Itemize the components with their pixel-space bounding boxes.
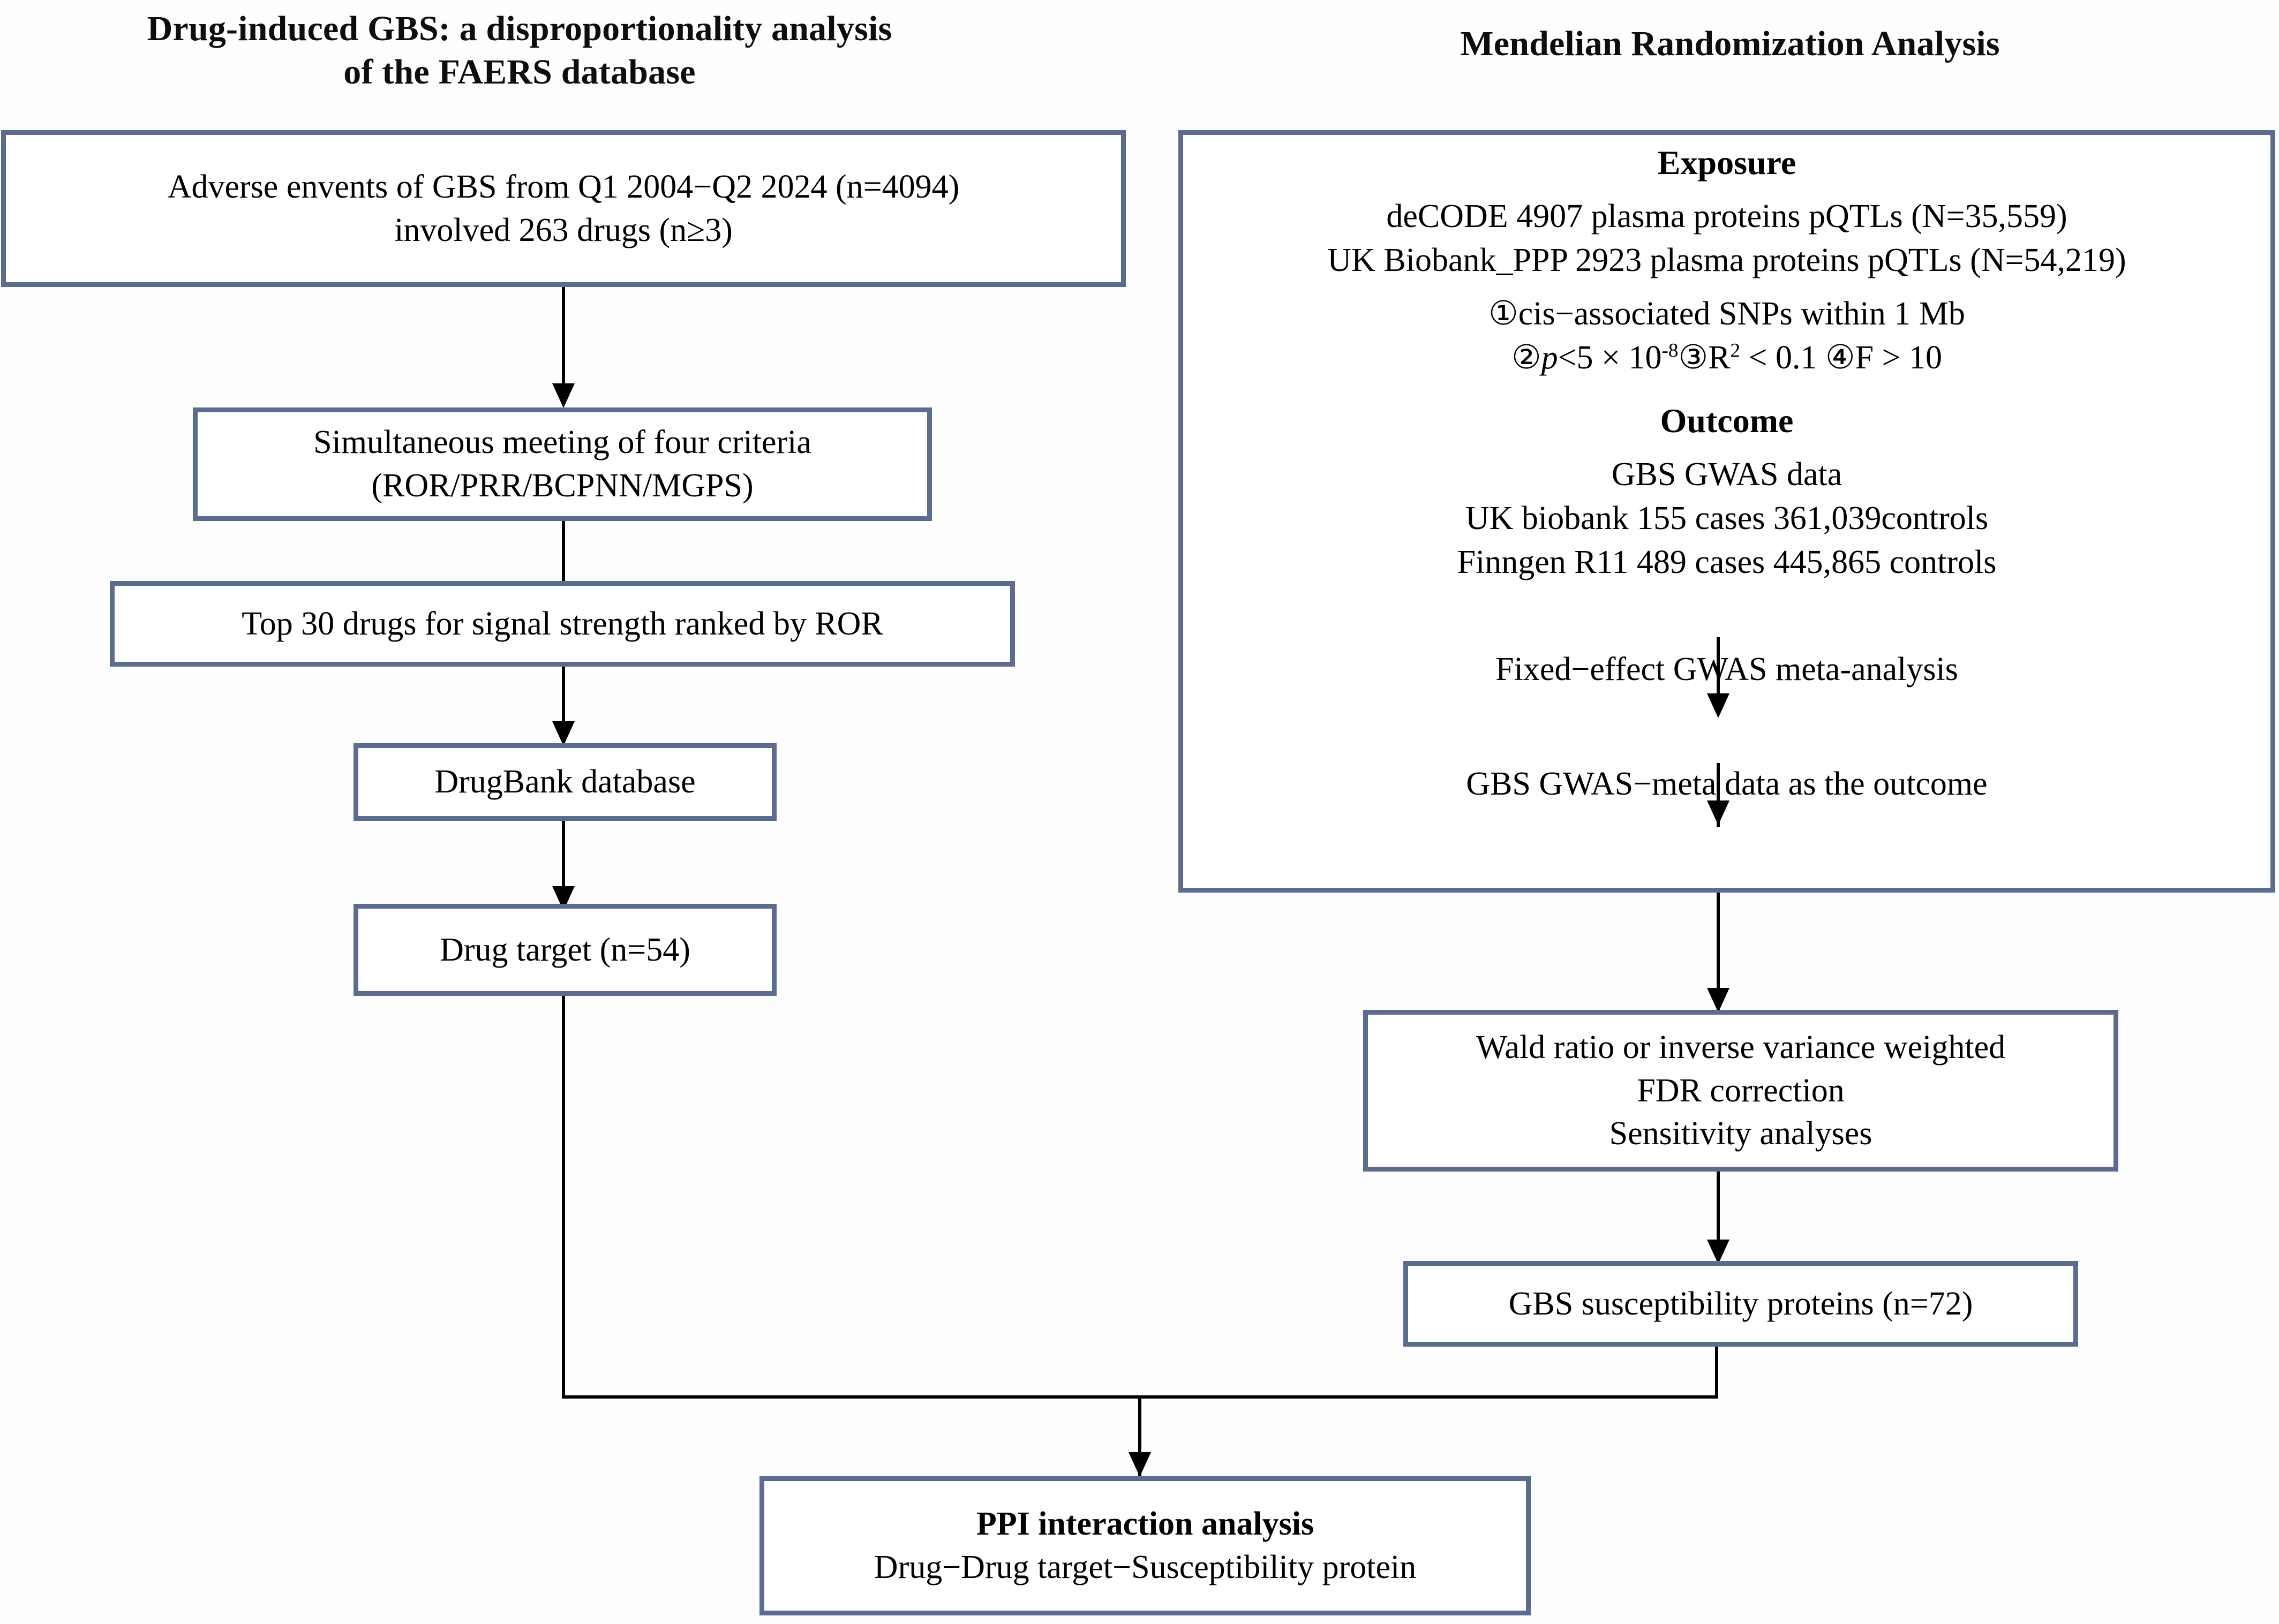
ppi-title: PPI interaction analysis — [976, 1506, 1314, 1543]
connector-wald-to-susceptibility — [1717, 1172, 1720, 1260]
spacer — [1187, 585, 2266, 648]
adverse-events-line-2: involved 263 drugs (n≥3) — [394, 212, 733, 248]
outcome-finngen-counts: Finngen R11 489 cases 445,865 controls — [1457, 543, 1997, 580]
node-drug-target[interactable]: Drug target (n=54) — [353, 904, 777, 996]
spacer — [1187, 283, 2266, 292]
connector-criteria-to-top30 — [562, 521, 565, 591]
connector-adverse-to-criteria — [562, 287, 565, 389]
connector-merge-to-ppi — [1138, 1395, 1141, 1478]
criterion2-threshold: <5 × 10 — [1558, 339, 1662, 376]
criterion3-exponent: 2 — [1730, 339, 1741, 362]
criteria-line-1: Simultaneous meeting of four criteria — [313, 424, 811, 461]
arrowhead-counts-to-meta — [1707, 693, 1729, 718]
criterion2-exponent: -8 — [1661, 339, 1679, 362]
exposure-source-decode: deCODE 4907 plasma proteins pQTLs (N=35,… — [1386, 198, 2067, 235]
arrowhead-merge-to-ppi — [1129, 1452, 1151, 1477]
arrowhead-wald-to-susceptibility — [1707, 1240, 1729, 1264]
criterion2-marker: ② — [1511, 339, 1541, 376]
connector-panel-to-wald — [1717, 893, 1720, 1016]
arrowhead-panel-to-wald — [1707, 988, 1729, 1013]
exposure-heading: Exposure — [1657, 143, 1796, 182]
criterion3-marker: ③R — [1678, 339, 1731, 376]
arrowhead-adverse-to-criteria — [552, 383, 575, 408]
outcome-gwas-data: GBS GWAS data — [1611, 456, 1842, 493]
node-ppi-interaction-analysis[interactable]: PPI interaction analysis Drug−Drug targe… — [759, 1476, 1531, 1615]
outcome-meta-analysis: Fixed−effect GWAS meta-analysis — [1495, 651, 1958, 688]
drug-target-line-1: Drug target (n=54) — [440, 931, 690, 968]
connector-meta-to-outcome — [1717, 763, 1720, 827]
node-four-criteria[interactable]: Simultaneous meeting of four criteria (R… — [193, 407, 932, 521]
connector-drugbank-to-target — [562, 821, 565, 923]
outcome-meta-as-outcome: GBS GWAS−meta data as the outcome — [1466, 765, 1988, 802]
wald-line-2: FDR correction — [1637, 1072, 1845, 1109]
connector-counts-to-meta — [1717, 637, 1720, 701]
wald-line-3: Sensitivity analyses — [1609, 1115, 1872, 1152]
arrowhead-meta-to-outcome — [1707, 800, 1729, 825]
node-wald-ratio[interactable]: Wald ratio or inverse variance weighted … — [1363, 1010, 2118, 1172]
node-adverse-events[interactable]: Adverse envents of GBS from Q1 2004−Q2 2… — [1, 130, 1126, 287]
connector-susceptibility-down — [1715, 1347, 1718, 1399]
spacer — [1187, 443, 2266, 453]
left-column-title: Drug-induced GBS: a disproportionality a… — [11, 7, 1028, 94]
criteria-line-2: (ROR/PRR/BCPNN/MGPS) — [371, 467, 754, 504]
exposure-criterion-1: ①cis−associated SNPs within 1 Mb — [1488, 296, 1965, 333]
exposure-source-ukbiobank: UK Biobank_PPP 2923 plasma proteins pQTL… — [1327, 242, 2126, 279]
wald-line-1: Wald ratio or inverse variance weighted — [1476, 1029, 2006, 1066]
arrowhead-top30-to-drugbank — [552, 721, 575, 746]
connector-drug-target-down — [562, 996, 565, 1399]
top30-line-1: Top 30 drugs for signal strength ranked … — [242, 605, 883, 642]
left-title-line-2: of the FAERS database — [343, 52, 696, 92]
exposure-criterion-2: ②p<5 × 10-8③R2 < 0.1 ④F > 10 — [1187, 336, 2266, 380]
spacer — [1187, 380, 2266, 398]
adverse-events-line-1: Adverse envents of GBS from Q1 2004−Q2 2… — [167, 168, 960, 205]
node-drugbank-database[interactable]: DrugBank database — [353, 743, 777, 821]
right-column-title: Mendelian Randomization Analysis — [1221, 22, 2239, 66]
outcome-heading: Outcome — [1660, 401, 1794, 440]
spacer — [1187, 185, 2266, 195]
criterion3-4-text: < 0.1 ④F > 10 — [1740, 339, 1943, 376]
outcome-ukbiobank-counts: UK biobank 155 cases 361,039controls — [1465, 500, 1989, 537]
node-top30-drugs[interactable]: Top 30 drugs for signal strength ranked … — [110, 581, 1015, 667]
connector-top30-to-drugbank — [562, 667, 565, 750]
left-title-line-1: Drug-induced GBS: a disproportionality a… — [147, 9, 892, 48]
ppi-subtitle: Drug−Drug target−Susceptibility protein — [874, 1549, 1417, 1585]
drugbank-line-1: DrugBank database — [434, 764, 696, 800]
panel-exposure-outcome[interactable]: Exposure deCODE 4907 plasma proteins pQT… — [1178, 130, 2275, 893]
criterion2-p-symbol: p — [1541, 339, 1558, 376]
node-gbs-susceptibility-proteins[interactable]: GBS susceptibility proteins (n=72) — [1403, 1261, 2078, 1347]
susceptibility-line-1: GBS susceptibility proteins (n=72) — [1508, 1285, 1973, 1322]
right-title-line-1: Mendelian Randomization Analysis — [1460, 24, 2000, 63]
